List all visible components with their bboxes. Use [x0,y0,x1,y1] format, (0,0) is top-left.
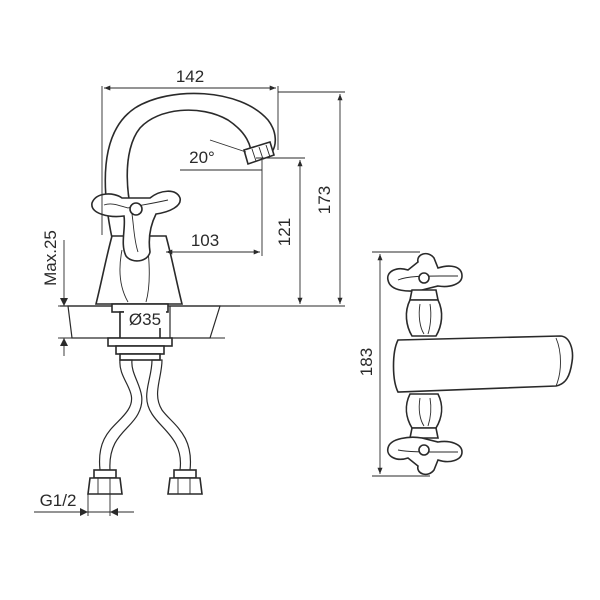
label-183: 183 [357,348,376,376]
mounting-nut [107,337,173,347]
dim-diameter-35: Ø35 [124,310,166,329]
label-diameter-35: Ø35 [129,310,161,329]
handle-cross [91,190,181,262]
label-20deg: 20° [189,148,215,167]
dim-max-25: Max.25 [41,230,72,356]
label-103: 103 [191,231,219,250]
side-handle-bottom [386,393,463,476]
dim-angle-20: 20° [180,148,263,256]
aerator [243,141,275,166]
front-view: 142 173 121 20° 103 [34,67,345,516]
label-max-25: Max.25 [41,230,60,286]
side-spout [392,335,574,393]
side-view: 183 [357,251,574,477]
dim-width-142: 142 [101,67,279,235]
dim-height-183: 183 [357,251,430,477]
supply-hoses [87,359,203,495]
dim-reach-103: 103 [166,231,260,255]
label-121: 121 [275,218,294,246]
label-173: 173 [315,186,334,214]
side-handle-top [386,252,463,337]
label-142: 142 [176,67,204,86]
dim-height-173: 173 [220,91,345,307]
dim-height-121: 121 [256,157,305,304]
label-g12: G1/2 [40,491,77,510]
dim-thread-g12: G1/2 [34,491,134,516]
